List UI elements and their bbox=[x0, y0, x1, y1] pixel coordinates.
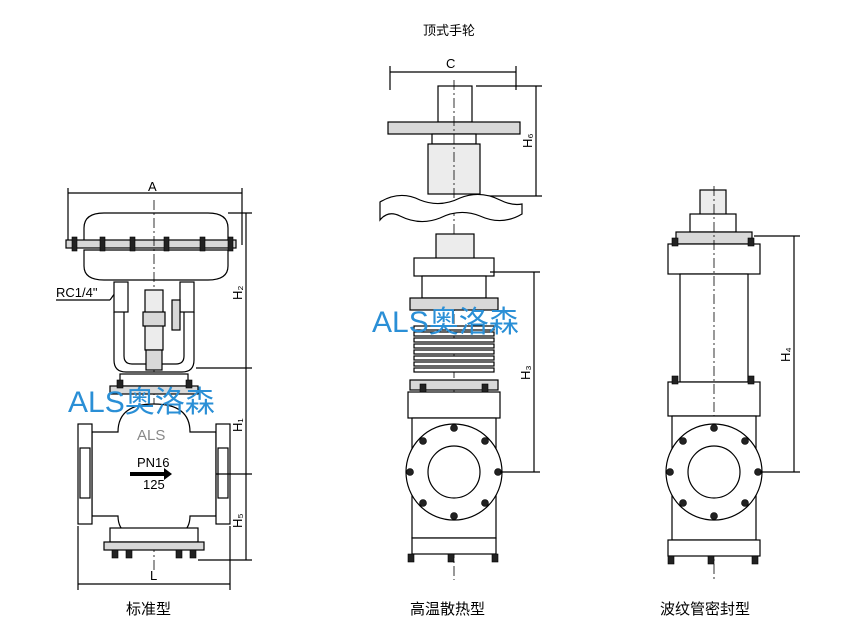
actuator-upper bbox=[83, 212, 229, 247]
bellows-valve: H₄ 波纹管密封型 bbox=[660, 186, 800, 618]
dim-h5-label: H₅ bbox=[230, 513, 245, 528]
high-temp-valve: 顶式手轮 C H₆ bbox=[372, 24, 542, 618]
dim-a-label: A bbox=[148, 179, 157, 194]
dim-h6-label: H₆ bbox=[520, 133, 535, 148]
top-handwheel-label: 顶式手轮 bbox=[423, 24, 475, 39]
rc-label: RC1/4" bbox=[56, 285, 98, 300]
caption-high-temp: 高温散热型 bbox=[410, 600, 485, 618]
caption-standard: 标准型 bbox=[126, 600, 171, 618]
actuator-lower bbox=[83, 249, 229, 281]
dim-c-label: C bbox=[446, 56, 455, 71]
body-pressure: PN16 bbox=[137, 455, 170, 470]
caption-bellows: 波纹管密封型 bbox=[660, 600, 750, 618]
watermark-center: ALS奥洛森 bbox=[372, 306, 519, 339]
dim-h4-label: H₄ bbox=[778, 347, 793, 362]
dim-h3-label: H₃ bbox=[518, 365, 533, 380]
standard-valve: A RC1/4" ALS PN16 bbox=[56, 179, 252, 618]
dim-h2-label: H₂ bbox=[230, 286, 245, 300]
actuator-flange bbox=[65, 239, 237, 249]
break-section bbox=[379, 193, 523, 223]
watermark-left: ALS奥洛森 bbox=[68, 386, 215, 419]
flow-arrow bbox=[130, 468, 172, 480]
dim-h1-label: H₁ bbox=[230, 418, 245, 432]
body-size: 125 bbox=[143, 477, 165, 492]
body-brand: ALS bbox=[137, 427, 165, 444]
dim-l-label: L bbox=[150, 568, 157, 583]
cooling-fins bbox=[413, 325, 495, 373]
